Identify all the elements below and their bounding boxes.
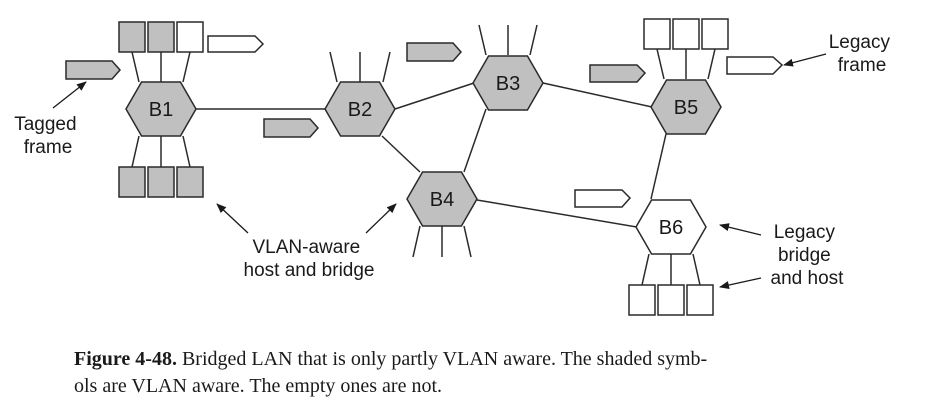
- vlan-aware-host-icon: [147, 21, 175, 53]
- arrow-legacy-bridge: [719, 223, 762, 236]
- legacy-host-icon: [701, 18, 729, 50]
- figure-caption: Figure 4-48. Bridged LAN that is only pa…: [74, 346, 874, 400]
- b2-stub: [329, 51, 338, 83]
- link-b2-b3: [394, 82, 475, 110]
- tagged-frame-label: Tagged frame: [14, 114, 82, 158]
- b1-host-wire: [182, 51, 191, 83]
- arrow-vlan-aware-host: [216, 203, 249, 234]
- legacy-host-icon: [628, 284, 656, 316]
- link-b3-b5: [542, 82, 653, 108]
- b1-host-wire: [182, 135, 191, 168]
- bridge-label: B4: [430, 189, 454, 211]
- bridge-hexagon-icon: [324, 81, 396, 137]
- bridge-label: B1: [149, 99, 173, 121]
- link-b3-b4: [463, 108, 487, 173]
- legacy-host-icon: [643, 18, 671, 50]
- vlan-aware-host-icon: [118, 166, 146, 198]
- arrow-legacy-frame: [783, 53, 827, 67]
- bridge-hexagon-icon: [472, 55, 544, 111]
- bridge-label: B3: [496, 73, 520, 95]
- b2-stub: [382, 51, 391, 83]
- bridge-hexagon-icon: [635, 199, 707, 255]
- legacy-host-icon: [176, 21, 204, 53]
- arrow-legacy-host: [719, 277, 762, 289]
- b1-host-wire: [131, 135, 140, 168]
- b6-host-wire: [641, 253, 650, 286]
- bridge-b6: B6: [635, 199, 707, 255]
- b4-stub: [412, 225, 421, 258]
- vlan-aware-label: VLAN-aware host and bridge: [244, 237, 375, 281]
- bridge-hexagon-icon: [406, 171, 478, 227]
- b4-stub: [463, 225, 472, 258]
- bridge-b4: B4: [406, 171, 478, 227]
- arrow-tagged-frame: [52, 81, 87, 109]
- vlan-aware-host-icon: [147, 166, 175, 198]
- legacy-bridge-host-label: Legacy bridge and host: [771, 222, 845, 289]
- tagged-frame-icon: [65, 60, 122, 80]
- bridge-b2: B2: [324, 81, 396, 137]
- legacy-frame-label: Legacy frame: [829, 32, 896, 76]
- bridge-b1: B1: [125, 81, 197, 137]
- vlan-aware-host-icon: [118, 21, 146, 53]
- tagged-frame-icon: [406, 42, 463, 62]
- bridge-label: B6: [659, 217, 683, 239]
- caption-line-2: ols are VLAN aware. The empty ones are n…: [74, 375, 443, 397]
- tagged-frame-icon: [589, 64, 647, 83]
- bridge-label: B2: [348, 99, 372, 121]
- bridge-b3: B3: [472, 55, 544, 111]
- link-b5-b6: [650, 133, 667, 200]
- legacy-frame-icon: [207, 35, 265, 53]
- legacy-frame-icon: [726, 56, 784, 75]
- b6-host-wire: [692, 253, 701, 286]
- bridge-hexagon-icon: [125, 81, 197, 137]
- arrow-vlan-aware-bridge: [365, 203, 397, 234]
- link-b4-b6: [476, 199, 638, 228]
- legacy-host-icon: [686, 284, 714, 316]
- bridge-label: B5: [674, 97, 698, 119]
- bridge-hexagon-icon: [650, 79, 722, 135]
- legacy-host-icon: [672, 18, 700, 50]
- vlan-aware-host-icon: [176, 166, 204, 198]
- bridge-b5: B5: [650, 79, 722, 135]
- b3-stub: [478, 24, 487, 56]
- legacy-host-icon: [657, 284, 685, 316]
- link-b2-b4: [381, 135, 421, 173]
- b1-host-wire: [131, 51, 140, 83]
- figure-number: Figure 4-48.: [74, 348, 177, 370]
- tagged-frame-icon: [263, 118, 320, 138]
- b5-host-wire: [707, 48, 716, 80]
- caption-line-1: Bridged LAN that is only partly VLAN awa…: [181, 348, 708, 370]
- b3-stub: [529, 24, 538, 56]
- legacy-frame-icon: [574, 189, 632, 208]
- b5-host-wire: [656, 48, 665, 80]
